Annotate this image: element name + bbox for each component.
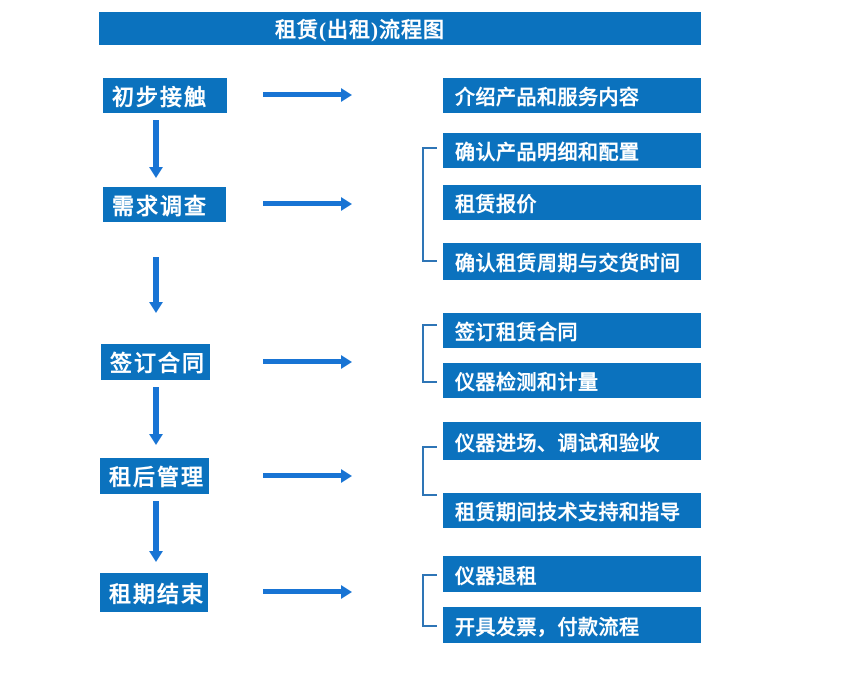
arrow-shaft <box>263 359 343 364</box>
detail-box-instrument-return: 仪器退租 <box>443 556 701 592</box>
arrow-shaft <box>263 201 343 206</box>
arrow-shaft <box>153 501 159 553</box>
detail-box-rental-quote: 租赁报价 <box>443 185 701 220</box>
right-arrow-2 <box>263 197 352 211</box>
right-arrow-1 <box>263 88 352 102</box>
detail-box-confirm-rental-period: 确认租赁周期与交货时间 <box>443 243 701 280</box>
arrow-shaft <box>263 473 343 478</box>
detail-box-instrument-setup-acceptance: 仪器进场、调试和验收 <box>443 422 701 460</box>
down-arrow-3 <box>149 387 163 445</box>
arrow-shaft <box>153 120 159 169</box>
arrow-shaft <box>263 589 343 594</box>
step-box-post-rental-management: 租后管理 <box>100 458 209 494</box>
detail-box-rental-tech-support: 租赁期间技术支持和指导 <box>443 493 701 528</box>
step-box-lease-end: 租期结束 <box>100 573 208 612</box>
bracket-group-sign-contract <box>422 324 437 383</box>
right-arrow-5 <box>263 585 352 599</box>
step-box-demand-survey: 需求调查 <box>103 187 226 222</box>
bracket-group-demand-survey <box>422 147 437 262</box>
arrow-shaft <box>153 257 159 304</box>
step-box-initial-contact: 初步接触 <box>103 78 227 113</box>
arrow-shaft <box>263 92 343 97</box>
down-arrow-1 <box>149 120 163 178</box>
page-title: 租赁(出租)流程图 <box>275 17 445 42</box>
step-box-sign-contract: 签订合同 <box>101 344 210 380</box>
detail-box-introduce-products: 介绍产品和服务内容 <box>443 78 701 113</box>
detail-box-confirm-product-details: 确认产品明细和配置 <box>443 133 701 168</box>
bracket-group-lease-end <box>422 574 437 627</box>
detail-box-sign-rental-contract: 签订租赁合同 <box>443 313 701 348</box>
detail-box-invoice-payment: 开具发票，付款流程 <box>443 607 701 643</box>
arrow-shaft <box>153 387 159 436</box>
right-arrow-3 <box>263 355 352 369</box>
right-arrow-4 <box>263 469 352 483</box>
down-arrow-4 <box>149 501 163 562</box>
detail-box-instrument-inspection: 仪器检测和计量 <box>443 363 701 398</box>
bracket-group-post-rental <box>422 446 437 496</box>
down-arrow-2 <box>149 257 163 313</box>
title-bar: 租赁(出租)流程图 <box>99 12 701 45</box>
